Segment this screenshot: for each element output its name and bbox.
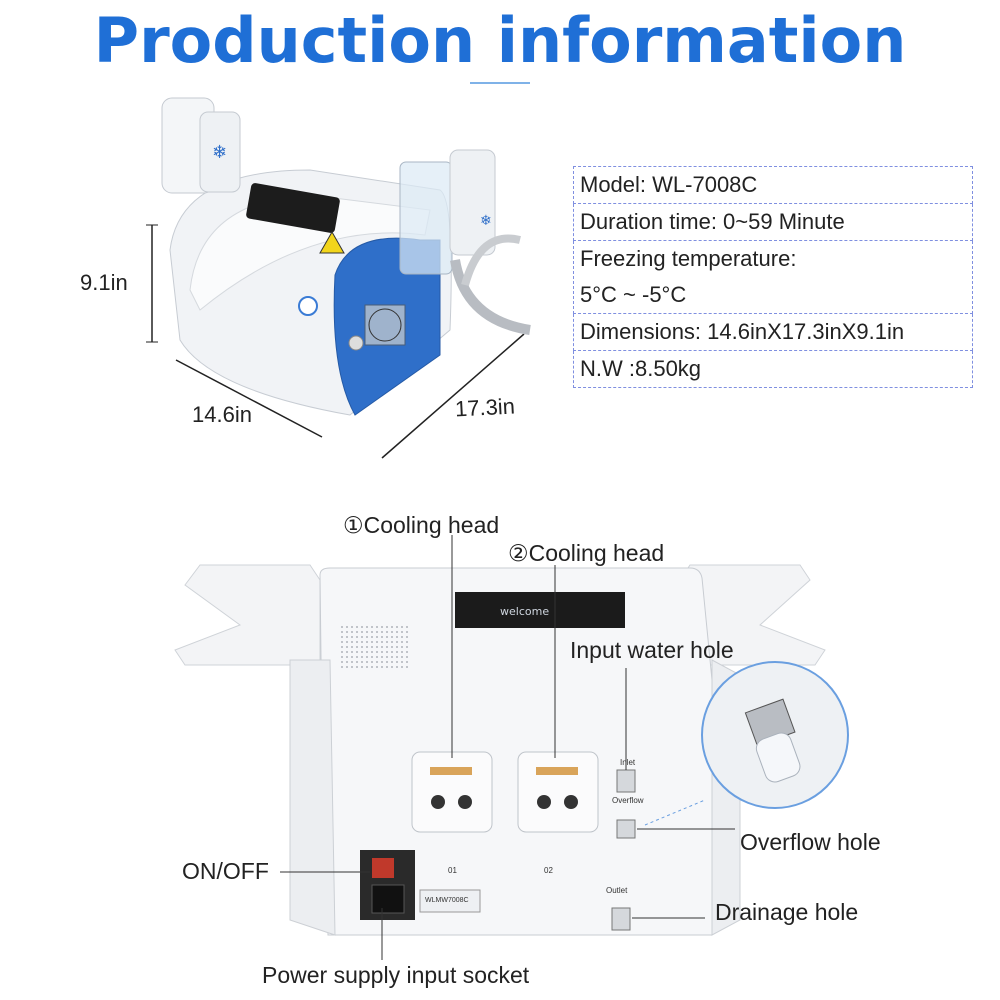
page-title: Production information [93, 4, 907, 77]
depth-label: 17.3in [454, 393, 516, 422]
spec-row: Duration time: 0~59 Minute [573, 203, 973, 241]
callout-input-water: Input water hole [570, 637, 734, 663]
spec-table: Model: WL-7008C Duration time: 0~59 Minu… [573, 166, 973, 388]
nameplate-label: WLMW7008C [425, 897, 469, 904]
spec-temperature: Freezing temperature: 5°C ~ -5°C [573, 240, 973, 314]
width-label: 14.6in [192, 402, 252, 427]
outlet-label: Outlet [606, 886, 628, 895]
title-underline [470, 82, 530, 84]
callout-drainage: Drainage hole [715, 899, 859, 925]
callout-overflow: Overflow hole [740, 829, 881, 855]
svg-text:❄: ❄ [480, 213, 492, 229]
overflow-small-label: Overflow [612, 796, 644, 805]
port2-label: 02 [544, 866, 553, 875]
height-label: 9.1in [80, 270, 128, 295]
spec-row: Model: WL-7008C [573, 166, 973, 204]
spec-duration: Duration time: 0~59 Minute [573, 203, 973, 241]
screen-text: welcome [500, 605, 549, 618]
device-front-illustration: ❄ ❄ [146, 97, 531, 459]
spec-weight: N.W :8.50kg [573, 350, 973, 388]
device-rear-illustration: welcome [174, 535, 849, 960]
callout-cooling-head-1: ①Cooling head [343, 512, 500, 538]
callout-power: Power supply input socket [262, 962, 530, 988]
callout-cooling-head-2: ②Cooling head [508, 540, 665, 566]
callout-onoff: ON/OFF [182, 858, 269, 884]
spec-dimensions: Dimensions: 14.6inX17.3inX9.1in [573, 313, 973, 351]
port1-label: 01 [448, 866, 457, 875]
spec-row: Dimensions: 14.6inX17.3inX9.1in [573, 313, 973, 351]
spec-row: N.W :8.50kg [573, 350, 973, 388]
spec-row: Freezing temperature: 5°C ~ -5°C [573, 240, 973, 314]
spec-model: Model: WL-7008C [573, 166, 973, 204]
inlet-label: Inlet [620, 758, 636, 767]
svg-text:❄: ❄ [212, 142, 227, 163]
